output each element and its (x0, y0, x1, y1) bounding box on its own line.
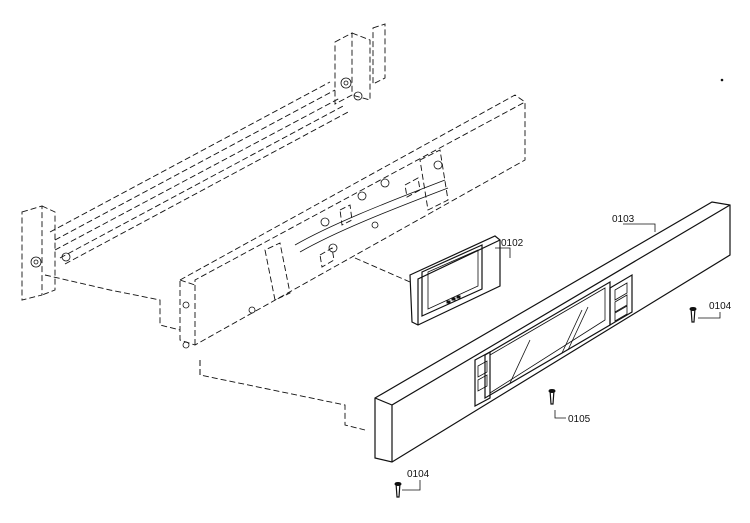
callout-screw-right: 0104 (709, 301, 732, 312)
callout-display-module: 0102 (501, 238, 524, 249)
control-frame (179, 94, 526, 349)
speck (720, 78, 724, 82)
cabinet-outline (44, 274, 366, 431)
screw-right (689, 307, 697, 323)
callout-front-panel: 0103 (612, 214, 635, 225)
callout-screw-left: 0104 (407, 469, 430, 480)
callout-screw-bottom: 0105 (568, 414, 591, 425)
leader-lines (402, 223, 721, 491)
screw-left (394, 482, 402, 498)
screw-bottom (548, 389, 556, 405)
front-panel (374, 201, 731, 463)
display-module (354, 235, 501, 326)
rail-assembly (21, 23, 386, 301)
